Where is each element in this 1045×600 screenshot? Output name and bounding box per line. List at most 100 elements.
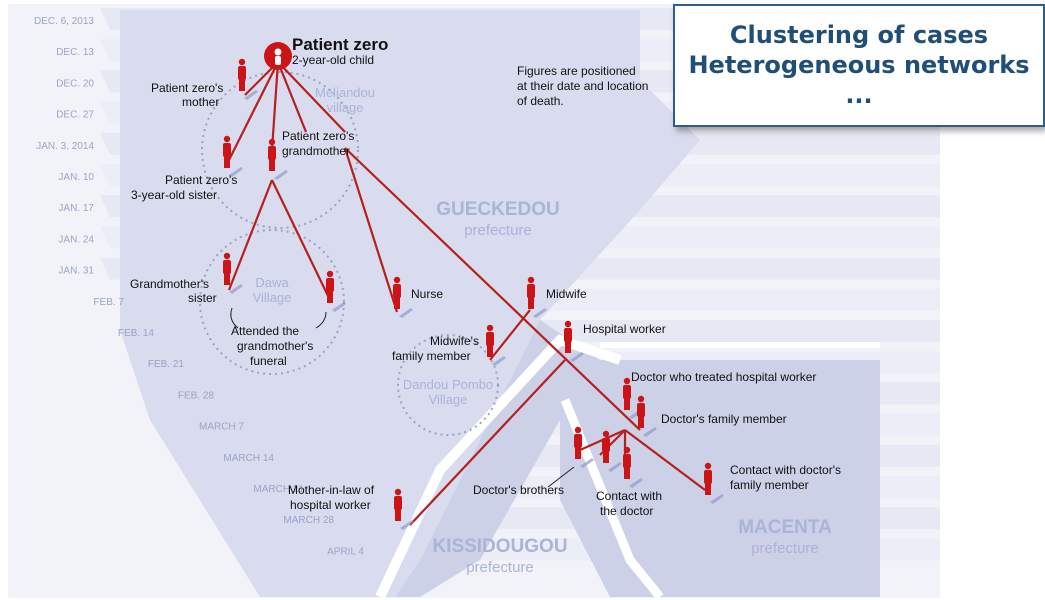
date-label: FEB. 28: [178, 390, 215, 401]
contact-family-figure: [704, 462, 724, 504]
grandmother-figure: [268, 138, 288, 180]
nurse-label: Nurse: [411, 287, 443, 301]
sister-label-1: Patient zero's: [165, 173, 237, 187]
dawa-sub-label: Village: [253, 290, 292, 305]
border-road-2: [560, 398, 664, 600]
callout-line-2: Heterogeneous networks: [688, 51, 1030, 79]
kissidougou-sub-label: prefecture: [466, 559, 534, 576]
midwife-figure: [527, 276, 547, 318]
link-zero-grandmother-2: [277, 61, 346, 133]
midwife-label: Midwife: [546, 287, 587, 301]
midwife-family-label-1: Midwife's: [430, 334, 479, 348]
contact-family-label-2: family member: [730, 478, 809, 492]
contact-family-label-1: Contact with doctor's: [730, 463, 841, 477]
funeral-label-2: grandmother's: [237, 339, 313, 353]
mother-label-2: mother: [182, 95, 219, 109]
gueckedou-label: GUECKEDOU: [436, 199, 560, 220]
callout-line-1: Clustering of cases: [729, 21, 989, 49]
link-chain: [344, 147, 641, 431]
link-nurse: [343, 147, 399, 313]
callout-line-3: ...: [845, 81, 873, 109]
kissidougou-label: KISSIDOUGOU: [432, 536, 567, 557]
brothers-label: Doctor's brothers: [473, 483, 564, 497]
mother-figure: [238, 58, 258, 100]
dandou-pombo-village-circle: [397, 334, 499, 436]
date-label: DEC. 27: [56, 110, 94, 121]
date-label: JAN. 24: [58, 234, 94, 245]
link-contact-family: [624, 429, 706, 491]
mother-in-law-label-2: hospital worker: [290, 498, 371, 512]
date-label: MARCH 28: [283, 515, 334, 526]
date-label: APRIL 4: [327, 546, 364, 557]
date-label: DEC. 20: [56, 78, 94, 89]
grandmother-label-2: grandmother: [282, 144, 350, 158]
dandou-pombo-label: Dandou Pombo: [403, 377, 493, 392]
kissidougou-region: [395, 320, 600, 597]
macenta-sub-label: prefecture: [751, 540, 819, 557]
mother-in-law-figure: [394, 488, 414, 530]
case-labels: Patient zero's mother Patient zero's 3-y…: [130, 81, 841, 518]
meliandou-sub-label: village: [327, 100, 364, 115]
date-label: FEB. 21: [148, 359, 185, 370]
funeral-label-3: funeral: [250, 354, 287, 368]
gm-sister-figure: [223, 252, 243, 294]
link-zero-grandmother-3: [276, 61, 308, 133]
callout-box: Clustering of cases Heterogeneous networ…: [673, 4, 1045, 127]
hospital-worker-label: Hospital worker: [583, 322, 666, 336]
date-label: DEC. 6, 2013: [34, 16, 94, 27]
midwife-family-figure: [486, 324, 506, 366]
date-label: FEB. 7: [93, 297, 124, 308]
nurse-figure: [393, 276, 413, 318]
brother-figure-2: [602, 430, 622, 472]
funeral-label-1: Attended the: [231, 324, 299, 338]
gueckedou-sub-label: prefecture: [464, 222, 532, 239]
meliandou-label: Meliandou: [315, 85, 375, 100]
link-midwife-family: [489, 309, 531, 361]
patient-zero-head: [274, 48, 282, 56]
midwife-family-label-2: family member: [392, 349, 471, 363]
sister-label-2: 3-year-old sister: [131, 188, 217, 202]
link-gm-sister: [227, 179, 274, 291]
date-label: FEB. 14: [118, 328, 155, 339]
contact-doctor-label-2: the doctor: [600, 504, 653, 518]
link-zero-grandmother: [270, 61, 280, 151]
date-label: JAN. 31: [58, 266, 94, 277]
gueckedou-region: [120, 10, 700, 597]
link-mother-in-law: [409, 359, 566, 526]
transmission-links: [227, 61, 706, 526]
link-zero-sister: [228, 61, 279, 161]
dandou-pombo-sub-label: Village: [429, 392, 468, 407]
brothers-pointer: [547, 466, 575, 488]
funeral-arrow-right: [315, 311, 327, 329]
patient-zero-body: [275, 56, 281, 65]
sister-figure: [223, 135, 243, 177]
case-figures: [223, 58, 724, 530]
macenta-region: [560, 360, 880, 597]
date-label: DEC. 13: [56, 47, 94, 58]
brother-figure-1: [574, 426, 594, 468]
doctor-label: Doctor who treated hospital worker: [631, 370, 816, 384]
date-label: MARCH 21: [253, 484, 304, 495]
mother-label-1: Patient zero's: [151, 81, 223, 95]
funeral-attendee-figure: [326, 270, 346, 312]
patient-zero-subtitle: 2-year-old child: [292, 53, 374, 67]
link-gm-funeral: [271, 179, 331, 301]
date-label: JAN. 10: [58, 172, 94, 183]
doctor-family-figure: [637, 395, 657, 437]
date-label: MARCH 14: [223, 453, 274, 464]
border-road: [375, 334, 622, 600]
grandmother-label-1: Patient zero's: [282, 129, 354, 143]
hospital-worker-figure: [564, 320, 584, 362]
gm-sister-label-1: Grandmother's: [130, 277, 209, 291]
note-line-1: Figures are positioned: [517, 64, 636, 78]
date-label: JAN. 3, 2014: [36, 141, 94, 152]
doctor-family-label: Doctor's family member: [661, 412, 787, 426]
contact-doctor-label-1: Contact with: [596, 489, 662, 503]
macenta-label: MACENTA: [738, 517, 832, 538]
patient-zero-title: Patient zero: [292, 35, 388, 54]
note-line-3: of death.: [517, 94, 564, 108]
mother-in-law-label-1: Mother-in-law of: [288, 483, 375, 497]
date-label: JAN. 17: [58, 203, 94, 214]
dawa-label: Dawa: [255, 275, 289, 290]
